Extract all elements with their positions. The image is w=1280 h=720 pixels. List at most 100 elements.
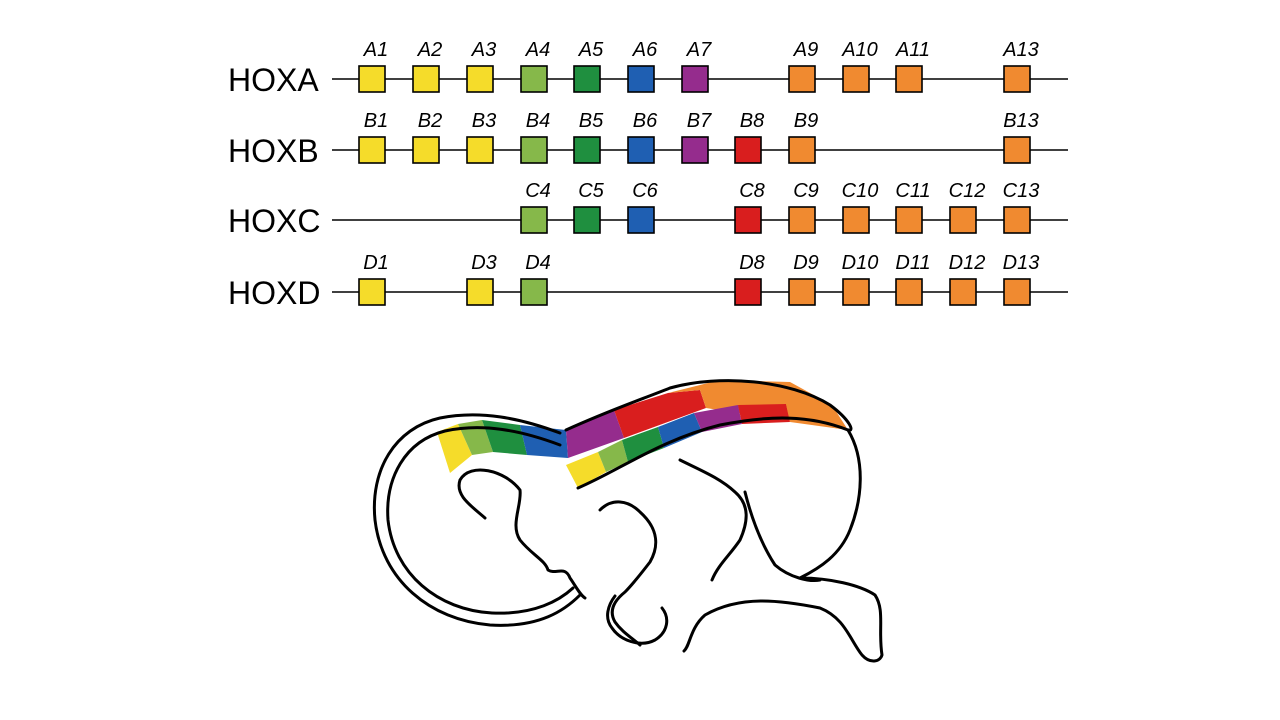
gene-box-a10 (842, 65, 870, 93)
gene-label-b1: B1 (364, 110, 388, 132)
lower-band-blue (658, 413, 702, 448)
gene-box-c12 (949, 206, 977, 234)
gene-label-a9: A9 (793, 39, 818, 61)
upper-band-red (614, 390, 706, 438)
gene-label-b8: B8 (740, 110, 764, 132)
gene-label-c8: C8 (739, 180, 765, 202)
back-inner-line (576, 416, 850, 490)
gene-label-b3: B3 (472, 110, 496, 132)
gene-box-a1 (358, 65, 386, 93)
gene-label-d13: D13 (1003, 252, 1040, 274)
gene-box-a5 (573, 65, 601, 93)
gene-box-c6 (627, 206, 655, 234)
gene-label-d3: D3 (471, 252, 497, 274)
gene-box-b2 (412, 136, 440, 164)
gene-box-b8 (734, 136, 762, 164)
gene-label-b4: B4 (526, 110, 550, 132)
gene-box-c5 (573, 206, 601, 234)
hand-outline (606, 594, 669, 645)
gene-box-c13 (1003, 206, 1031, 234)
gene-label-c11: C11 (895, 180, 930, 202)
gene-label-a1: A1 (363, 39, 388, 61)
gene-box-c4 (520, 206, 548, 234)
gene-label-a13: A13 (1002, 39, 1039, 61)
gene-label-d8: D8 (739, 252, 765, 274)
gene-label-c12: C12 (949, 180, 986, 202)
gene-box-a11 (895, 65, 923, 93)
gene-box-a4 (520, 65, 548, 93)
gene-box-b9 (788, 136, 816, 164)
gene-box-d11 (895, 278, 923, 306)
gene-box-b7 (681, 136, 709, 164)
leg-outline (743, 490, 822, 582)
gene-box-b6 (627, 136, 655, 164)
gene-label-a5: A5 (578, 39, 604, 61)
embryo-illustration (372, 379, 884, 663)
upper-band-blue (520, 425, 568, 458)
gene-label-a3: A3 (471, 39, 496, 61)
gene-box-a9 (788, 65, 816, 93)
cluster-name: HOXA (228, 62, 319, 98)
lower-band-green (622, 427, 664, 462)
gene-label-b6: B6 (633, 110, 658, 132)
gene-box-a3 (466, 65, 494, 93)
gene-label-c13: C13 (1003, 180, 1040, 202)
face-outline (457, 468, 587, 600)
gene-label-a7: A7 (686, 39, 712, 61)
knee-outline (678, 458, 748, 582)
gene-label-a10: A10 (841, 39, 878, 61)
gene-box-a2 (412, 65, 440, 93)
gene-box-a6 (627, 65, 655, 93)
gene-box-d1 (358, 278, 386, 306)
gene-box-b13 (1003, 136, 1031, 164)
gene-label-d1: D1 (363, 252, 389, 274)
gene-box-c10 (842, 206, 870, 234)
gene-label-b13: B13 (1003, 110, 1039, 132)
gene-box-a13 (1003, 65, 1031, 93)
gene-box-c9 (788, 206, 816, 234)
back-outer-line (564, 379, 853, 432)
gene-box-d3 (466, 278, 494, 306)
gene-label-c4: C4 (525, 180, 551, 202)
gene-label-a11: A11 (895, 39, 930, 61)
gene-label-a4: A4 (525, 39, 550, 61)
gene-label-c9: C9 (793, 180, 819, 202)
gene-box-b1 (358, 136, 386, 164)
gene-label-d11: D11 (895, 252, 930, 274)
gene-box-d9 (788, 278, 816, 306)
gene-label-d10: D10 (842, 252, 879, 274)
upper-band-yellow (437, 424, 472, 473)
expression-bands (437, 380, 848, 488)
gene-box-c8 (734, 206, 762, 234)
gene-box-b4 (520, 136, 548, 164)
gene-box-b3 (466, 136, 494, 164)
gene-box-a7 (681, 65, 709, 93)
gene-box-d12 (949, 278, 977, 306)
gene-label-c6: C6 (632, 180, 658, 202)
gene-box-d4 (520, 278, 548, 306)
gene-label-c5: C5 (578, 180, 604, 202)
gene-label-b5: B5 (579, 110, 604, 132)
gene-label-d9: D9 (793, 252, 819, 274)
gene-box-c11 (895, 206, 923, 234)
cluster-hoxc: HOXC C4 C5 C6 C8 C9 C10 C11 C12 C13 (228, 180, 1068, 239)
arm-outline (598, 500, 658, 647)
cluster-name: HOXB (228, 133, 319, 169)
upper-band-purple (566, 410, 624, 458)
gene-label-a2: A2 (417, 39, 442, 61)
cluster-name: HOXD (228, 275, 320, 311)
gene-label-b2: B2 (418, 110, 442, 132)
cluster-name: HOXC (228, 203, 320, 239)
lower-band-lightgreen (598, 440, 628, 472)
gene-box-d10 (842, 278, 870, 306)
lower-band-purple (694, 405, 742, 432)
gene-box-d8 (734, 278, 762, 306)
gene-box-b5 (573, 136, 601, 164)
gene-label-c10: C10 (842, 180, 879, 202)
gene-label-b9: B9 (794, 110, 818, 132)
